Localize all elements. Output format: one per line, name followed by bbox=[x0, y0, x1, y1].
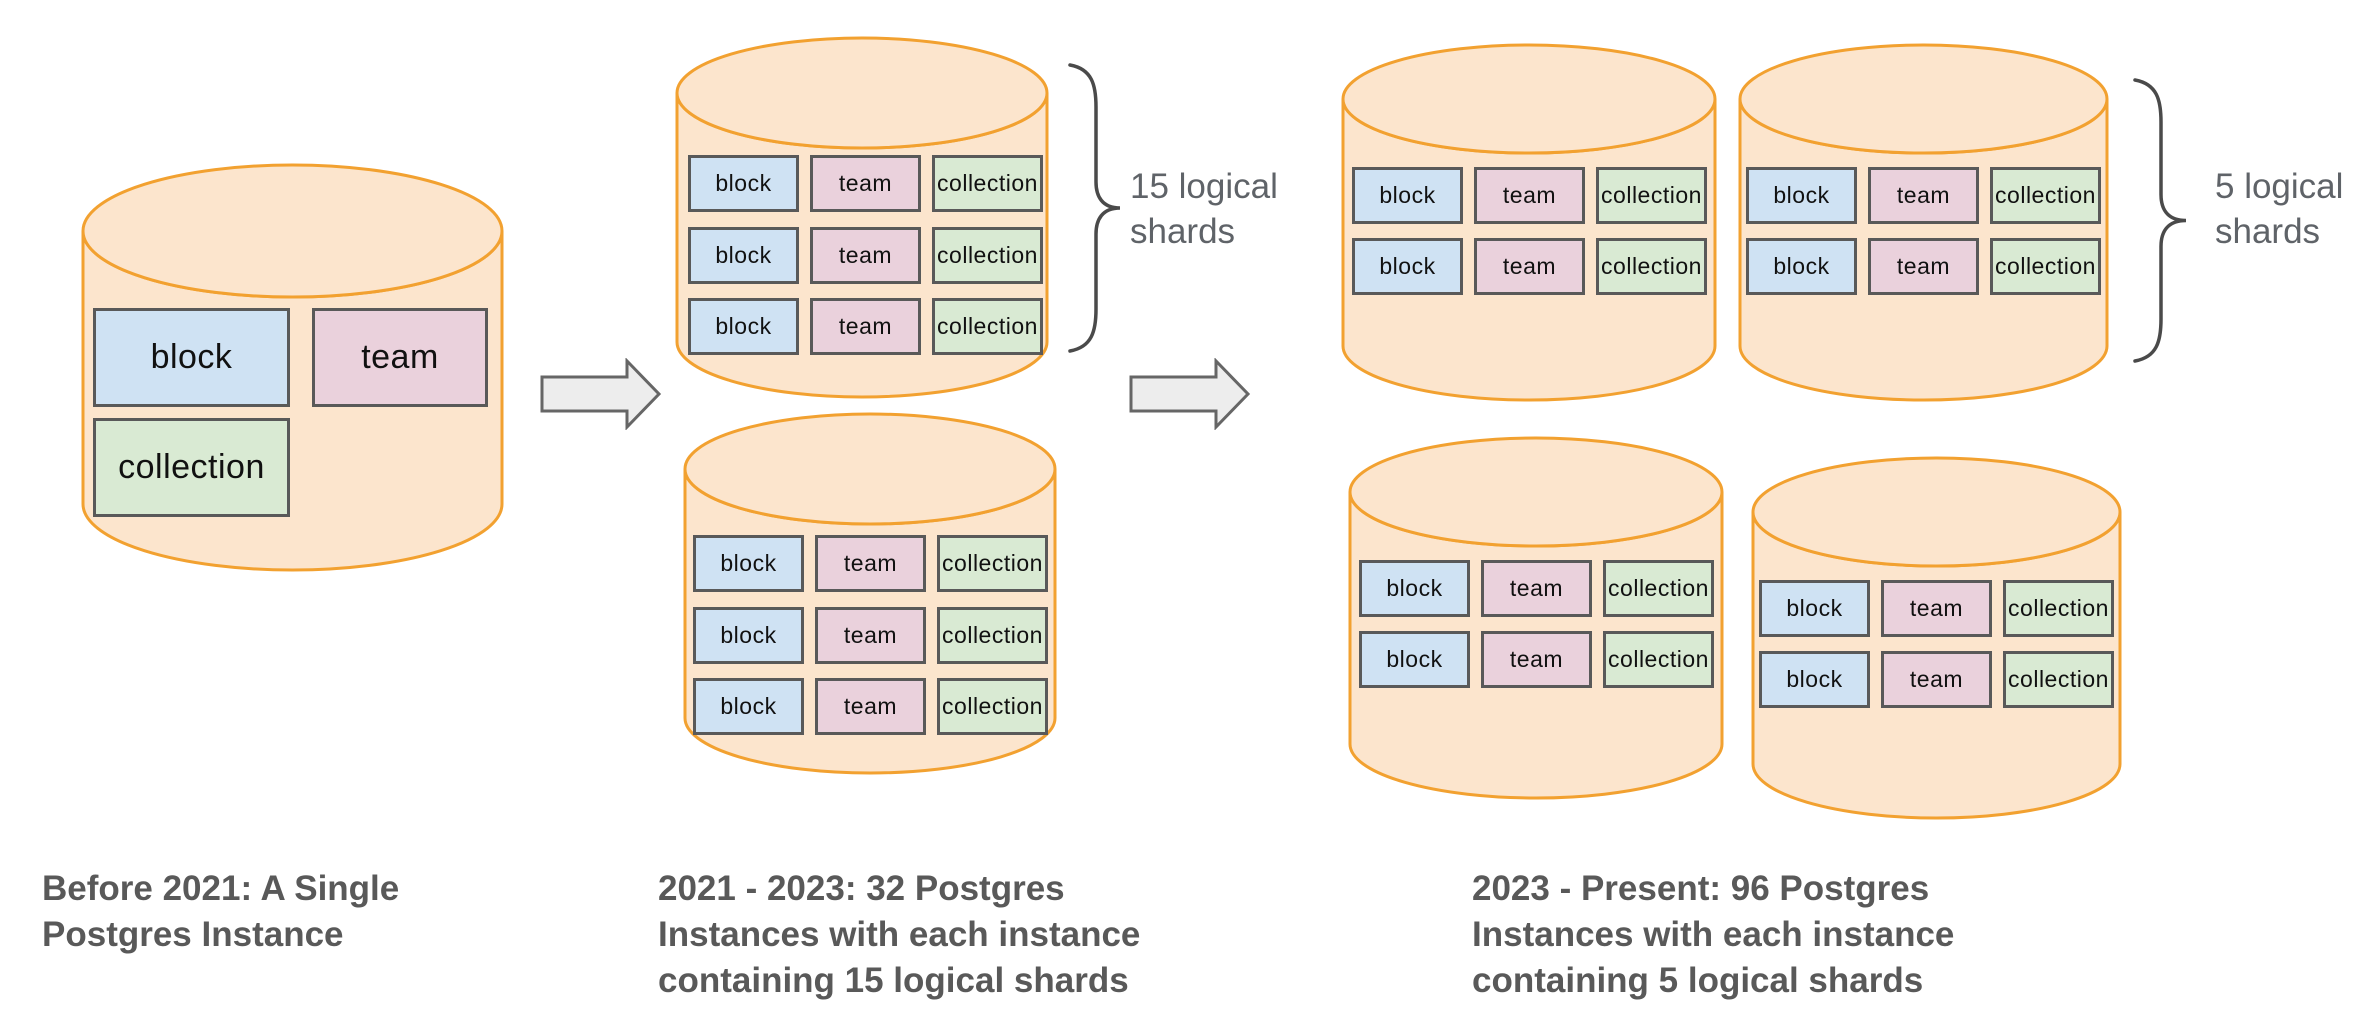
table-box-team: team bbox=[1481, 560, 1592, 617]
curly-brace-path bbox=[2133, 78, 2187, 363]
table-box-collection: collection bbox=[1990, 167, 2101, 224]
table-box-block: block bbox=[1746, 238, 1857, 295]
table-box-collection: collection bbox=[937, 607, 1048, 664]
table-box-team: team bbox=[1481, 631, 1592, 688]
table-box-block: block bbox=[1352, 167, 1463, 224]
shard-count-label: 15 logical shards bbox=[1130, 167, 1278, 251]
stage-caption: 2023 - Present: 96 Postgres Instances wi… bbox=[1472, 869, 1955, 1000]
table-box-collection: collection bbox=[932, 298, 1043, 355]
database-cylinder-instance-5-shards-bottom-left bbox=[1348, 436, 1724, 800]
curly-brace bbox=[1068, 63, 1121, 353]
table-box-team: team bbox=[810, 155, 921, 212]
table-box-team: team bbox=[312, 308, 488, 407]
table-box-collection: collection bbox=[1990, 238, 2101, 295]
table-box-block: block bbox=[688, 227, 799, 284]
table-box-block: block bbox=[93, 308, 290, 407]
table-box-collection: collection bbox=[932, 155, 1043, 212]
table-box-block: block bbox=[1759, 580, 1870, 637]
table-box-block: block bbox=[1352, 238, 1463, 295]
database-cylinder-instance-5-shards-bottom-right bbox=[1751, 456, 2122, 820]
table-box-collection: collection bbox=[932, 227, 1043, 284]
table-box-team: team bbox=[1868, 167, 1979, 224]
cylinder-top-ellipse bbox=[1341, 43, 1717, 155]
flow-arrow-icon bbox=[1129, 358, 1251, 430]
cylinder-top-ellipse bbox=[1348, 436, 1724, 548]
cylinder-top-ellipse bbox=[675, 36, 1049, 150]
table-box-team: team bbox=[1881, 651, 1992, 708]
table-box-collection: collection bbox=[2003, 651, 2114, 708]
shard-count-label: 5 logical shards bbox=[2215, 167, 2344, 251]
cylinder-top-ellipse bbox=[1751, 456, 2122, 568]
table-box-collection: collection bbox=[1596, 167, 1707, 224]
table-box-team: team bbox=[1868, 238, 1979, 295]
table-box-block: block bbox=[693, 607, 804, 664]
table-box-block: block bbox=[688, 298, 799, 355]
table-box-collection: collection bbox=[1603, 631, 1714, 688]
table-box-collection: collection bbox=[1596, 238, 1707, 295]
table-box-team: team bbox=[1474, 167, 1585, 224]
table-box-collection: collection bbox=[93, 418, 290, 517]
table-box-block: block bbox=[1359, 631, 1470, 688]
table-box-team: team bbox=[815, 535, 926, 592]
table-box-team: team bbox=[815, 607, 926, 664]
stage-caption: 2021 - 2023: 32 Postgres Instances with … bbox=[658, 869, 1141, 1000]
table-box-team: team bbox=[810, 298, 921, 355]
table-box-team: team bbox=[1474, 238, 1585, 295]
table-box-team: team bbox=[810, 227, 921, 284]
cylinder-top-ellipse bbox=[1738, 43, 2109, 155]
table-box-collection: collection bbox=[2003, 580, 2114, 637]
table-box-block: block bbox=[688, 155, 799, 212]
table-box-block: block bbox=[1746, 167, 1857, 224]
table-box-block: block bbox=[1359, 560, 1470, 617]
flow-arrow-icon bbox=[540, 358, 662, 430]
table-box-collection: collection bbox=[937, 535, 1048, 592]
table-box-block: block bbox=[693, 678, 804, 735]
table-box-collection: collection bbox=[1603, 560, 1714, 617]
cylinder-top-ellipse bbox=[683, 412, 1057, 526]
table-box-block: block bbox=[693, 535, 804, 592]
curly-brace-path bbox=[1068, 63, 1121, 353]
table-box-team: team bbox=[1881, 580, 1992, 637]
stage-caption: Before 2021: A Single Postgres Instance bbox=[42, 869, 400, 954]
table-box-collection: collection bbox=[937, 678, 1048, 735]
table-box-team: team bbox=[815, 678, 926, 735]
table-box-block: block bbox=[1759, 651, 1870, 708]
cylinder-top-ellipse bbox=[81, 163, 504, 299]
curly-brace bbox=[2133, 78, 2187, 363]
